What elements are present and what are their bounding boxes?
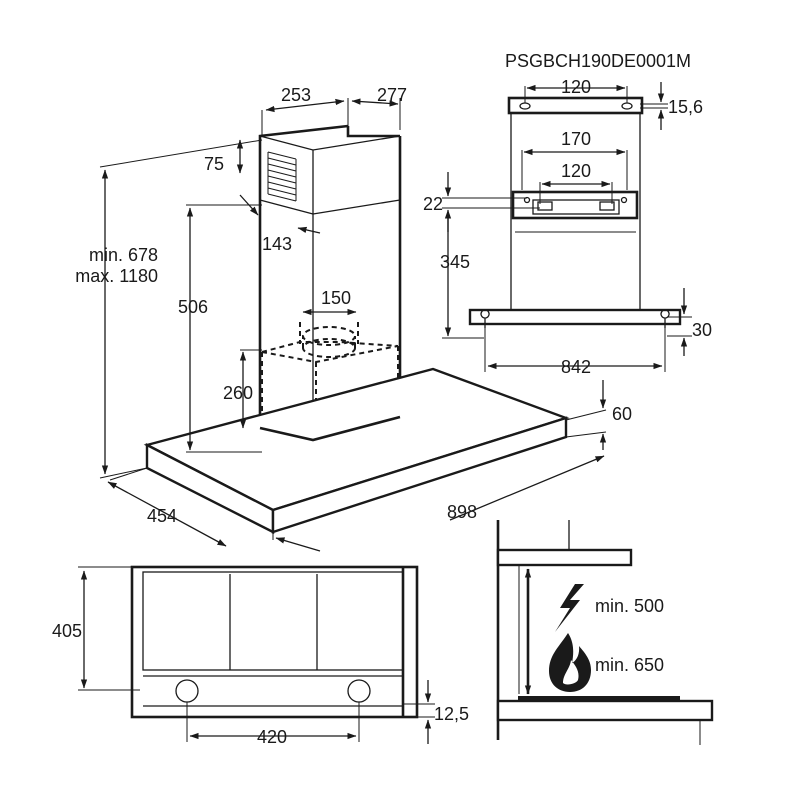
vent-grille-offset-label: 75 xyxy=(204,154,224,174)
electric-clearance-label: min. 500 xyxy=(595,596,664,616)
light-spacing-label: 420 xyxy=(257,727,287,747)
duct-diameter-label: 150 xyxy=(321,288,351,308)
canopy-thickness-label: 60 xyxy=(612,404,632,424)
chimney-width-label: 253 xyxy=(281,85,311,105)
motor-box-height-label: 260 xyxy=(223,383,253,403)
canopy-depth-label: 454 xyxy=(147,506,177,526)
canopy-hole-spacing-label: 842 xyxy=(561,357,591,377)
gas-clearance-label: min. 650 xyxy=(595,655,664,675)
vent-grille xyxy=(267,151,297,202)
chimney-depth-label: 277 xyxy=(377,85,407,105)
bottom-depth-label: 405 xyxy=(52,621,82,641)
top-hole-offset-label: 15,6 xyxy=(668,97,703,117)
lower-chimney-height-label: 506 xyxy=(178,297,208,317)
light-right xyxy=(347,679,371,703)
bracket-width-label: 170 xyxy=(561,129,591,149)
lightning-icon xyxy=(555,584,584,632)
light-left xyxy=(175,679,199,703)
bracket-hole-offset-label: 22 xyxy=(423,194,443,214)
clearance-side-view: min. 500 min. 650 xyxy=(496,520,714,745)
height-range-max-label: max. 1180 xyxy=(75,266,158,286)
bracket-hole-spacing-label: 120 xyxy=(561,161,591,181)
canopy xyxy=(143,367,570,534)
flame-icon xyxy=(549,633,591,692)
top-hole-spacing-label: 120 xyxy=(561,77,591,97)
light-offset-label: 12,5 xyxy=(434,704,469,724)
chimney xyxy=(258,124,402,440)
bracket-to-canopy-label: 345 xyxy=(440,252,470,272)
bracket-front-view: PSGBCH190DE0001M xyxy=(423,51,712,377)
hood-isometric-view: 253 277 75 143 min. 678 max. 1180 506 15… xyxy=(75,85,632,552)
height-range-min-label: min. 678 xyxy=(89,245,158,265)
canopy-hole-offset-label: 30 xyxy=(692,320,712,340)
hood-bottom-view: 405 420 12,5 xyxy=(52,565,469,747)
canopy-width-label: 898 xyxy=(447,502,477,522)
model-code: PSGBCH190DE0001M xyxy=(505,51,691,71)
vent-grille-setback-label: 143 xyxy=(262,234,292,254)
